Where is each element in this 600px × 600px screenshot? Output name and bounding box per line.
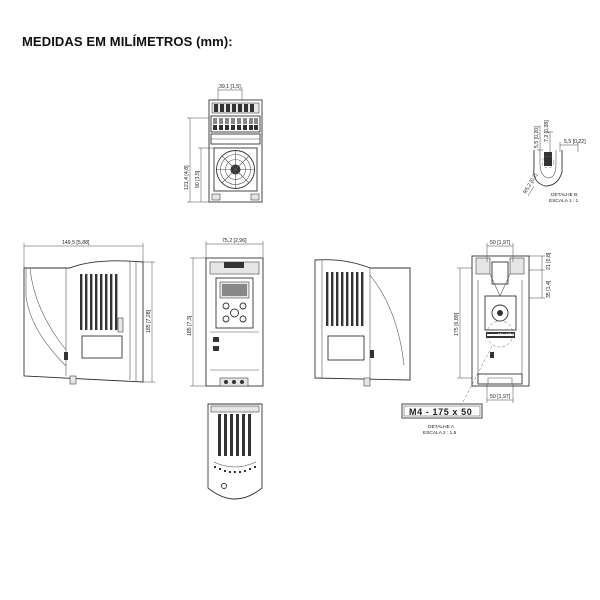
left-side-view (23, 243, 155, 385)
dim-side-height: 185 [7,28] (146, 309, 152, 333)
dim-detB-a: 5,5 [0,22] (564, 139, 586, 145)
bottom-view (207, 403, 263, 500)
dim-top-height-total: 121,4 [4,8] (184, 165, 190, 190)
detail-b-scale: ESCALA 1 : 1 (549, 198, 579, 204)
dim-detB-c: 5,5 [0,20] (534, 126, 540, 148)
dim-rear-right-mid: 35 [1,4] (546, 280, 552, 298)
dim-rear-height: 175 [6,89] (454, 312, 460, 336)
dim-rear-top-width: 50 [1,97] (490, 240, 511, 246)
front-view (190, 241, 264, 387)
right-side-view (314, 259, 411, 387)
rear-plate-label: M4 - 175 x 50 (498, 333, 519, 337)
rear-view (457, 243, 545, 405)
dim-rear-right-upper: 21 [0,8] (546, 252, 552, 270)
page-title: MEDIDAS EM MILÍMETROS (mm): (22, 34, 233, 49)
detail-a-label: M4 - 175 x 50 (409, 407, 472, 417)
dim-rear-bottom-width: 50 [1,97] (490, 394, 511, 400)
detail-a (401, 403, 483, 419)
detail-a-scale: ESCALA 2 : 1.5 (423, 430, 457, 436)
dim-front-width: 75,2 [2,96] (222, 238, 247, 244)
dim-top-width: 39,1 [1,5] (219, 84, 241, 90)
dim-front-height: 185 [7,3] (187, 315, 193, 336)
dim-detB-b: 7,2 [0,28] (544, 120, 550, 142)
detail-b-caption: DETALHE B (551, 192, 577, 198)
top-view (187, 87, 263, 203)
detail-b (527, 125, 579, 197)
dim-top-height-fan: 90 [3,5] (195, 170, 201, 188)
dim-side-depth: 149,5 [5,88] (62, 240, 90, 246)
detail-a-caption: DETALHE A (428, 424, 455, 430)
